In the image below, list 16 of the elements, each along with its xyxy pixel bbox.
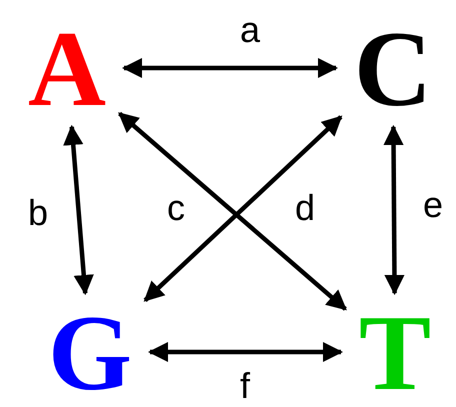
edge-label: f <box>240 368 250 404</box>
double-arrow <box>63 124 94 296</box>
base-letter: A <box>28 27 106 109</box>
base-letter: T <box>358 311 432 393</box>
double-arrow <box>383 124 405 296</box>
edge-label: c <box>167 190 185 226</box>
double-arrow <box>144 115 342 302</box>
edge-label: e <box>422 187 444 223</box>
double-arrow <box>122 58 338 78</box>
edge-label: d <box>294 190 316 226</box>
double-arrow <box>148 342 343 362</box>
base-letter: C <box>354 27 432 109</box>
base-letter: G <box>48 311 132 393</box>
double-arrow <box>118 112 347 311</box>
edge-label: b <box>28 195 48 231</box>
edge-label: a <box>240 12 260 48</box>
